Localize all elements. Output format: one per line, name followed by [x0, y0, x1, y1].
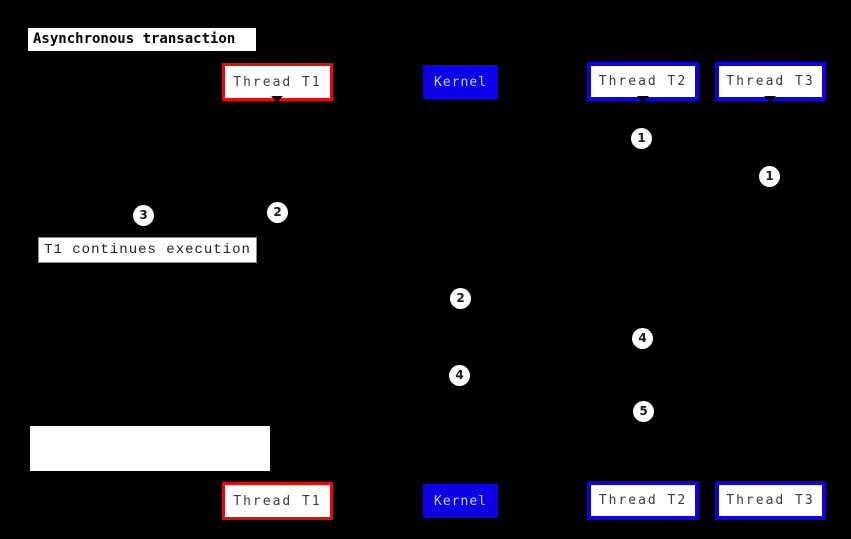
participant-kernel-bottom: Kernel — [423, 484, 498, 518]
participant-kernel-top: Kernel — [423, 65, 498, 99]
participant-thread-t1-bottom: Thread T1 — [222, 482, 333, 520]
step-marker-2: 2 — [450, 288, 471, 309]
step-marker-1: 1 — [631, 128, 652, 149]
lifeline-arrowhead-icon — [637, 96, 649, 102]
step-marker-4: 4 — [632, 328, 653, 349]
step-marker-5: 5 — [633, 401, 654, 422]
participant-thread-t1-top: Thread T1 — [222, 63, 333, 101]
step-marker-2: 2 — [267, 202, 288, 223]
participant-thread-t2-bottom: Thread T2 — [587, 481, 699, 520]
diagram-title: Asynchronous transaction — [28, 28, 256, 51]
blank-note-box — [30, 426, 270, 471]
lifeline-arrowhead-icon — [271, 96, 283, 102]
step-marker-1: 1 — [759, 166, 780, 187]
lifeline-arrowhead-icon — [764, 96, 776, 102]
step-marker-3: 3 — [133, 205, 154, 226]
participant-thread-t3-bottom: Thread T3 — [715, 481, 826, 520]
participant-thread-t3-top: Thread T3 — [715, 62, 826, 101]
note-t1-continues-execution: T1 continues execution — [38, 237, 257, 263]
step-marker-4: 4 — [449, 365, 470, 386]
